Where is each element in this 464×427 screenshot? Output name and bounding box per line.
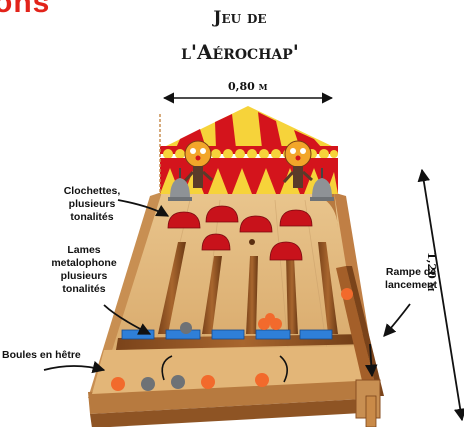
arrow-ramp bbox=[384, 304, 410, 336]
label-metallophone: Lames metalophone plusieurs tonalités bbox=[46, 244, 122, 296]
label-bells: Clochettes, plusieurs tonalités bbox=[52, 185, 132, 224]
label-metallophone-line-3: plusieurs bbox=[46, 270, 122, 283]
label-bells-line-2: plusieurs bbox=[52, 198, 132, 211]
label-ramp: Rampe de lancement bbox=[378, 266, 444, 292]
length-dimension bbox=[422, 170, 462, 420]
width-label: 0,80 m bbox=[228, 80, 267, 93]
label-bells-line-1: Clochettes, bbox=[52, 185, 132, 198]
label-metallophone-line-1: Lames bbox=[46, 244, 122, 257]
label-metallophone-line-4: tonalités bbox=[46, 283, 122, 296]
label-metallophone-line-2: metalophone bbox=[46, 257, 122, 270]
arrow-balls bbox=[44, 366, 104, 370]
label-bells-line-3: tonalités bbox=[52, 211, 132, 224]
metallophone-blades bbox=[122, 330, 332, 339]
game-board bbox=[88, 192, 384, 427]
label-ramp-line-1: Rampe de bbox=[378, 266, 444, 279]
label-balls: Boules en hêtre bbox=[2, 349, 102, 362]
label-ramp-line-2: lancement bbox=[378, 279, 444, 292]
